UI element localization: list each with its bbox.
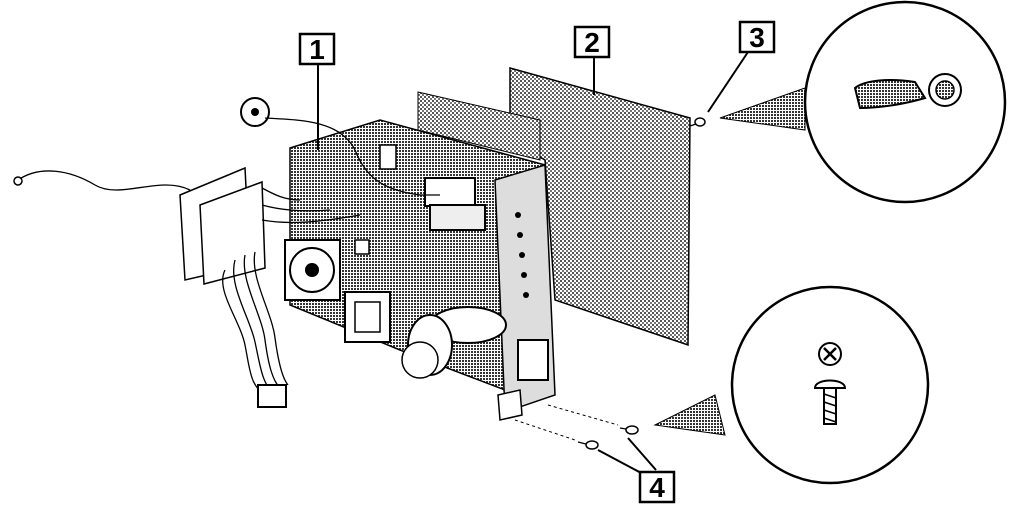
callout-3-label: 3 [749,22,765,53]
leader-lines [317,51,749,476]
callout-4: 4 [638,470,676,504]
callout-4-label: 4 [649,472,665,503]
detail-magnifier-part-3 [719,0,1007,204]
callout-1-label: 1 [309,34,325,65]
shield-panel-part-2 [417,67,691,347]
callout-2-label: 2 [584,27,600,58]
cable-assemblies [13,166,361,408]
power-supply-board-part-1 [284,119,556,421]
ground-lug-with-wire [240,97,440,196]
callout-1: 1 [298,32,336,66]
detail-magnifier-part-4 [653,285,930,485]
screws-part-4 [514,404,639,450]
callout-3: 3 [738,20,776,54]
bracket-holes [515,212,529,298]
screw-part-3 [689,117,706,127]
callout-2: 2 [573,25,611,59]
